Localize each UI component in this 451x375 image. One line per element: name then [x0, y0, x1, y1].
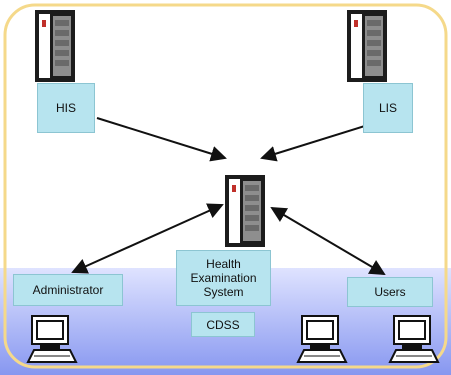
admin-computer-icon	[27, 315, 77, 363]
lis-server-icon	[347, 10, 387, 82]
users-label: Users	[374, 285, 406, 299]
users-hes-arrow	[270, 206, 386, 276]
user2-computer-icon	[389, 315, 439, 363]
hes-box: Health Examination System	[176, 250, 271, 306]
his-server-icon	[35, 10, 75, 82]
admin-hes-arrow	[71, 203, 224, 274]
his-label: HIS	[55, 101, 76, 115]
cdss-label: CDSS	[206, 317, 240, 332]
hes-label-line-1: Health	[206, 257, 241, 271]
lis-to-hes-arrow	[260, 124, 369, 162]
hes-label-line-3: System	[203, 285, 244, 299]
lis-label: LIS	[378, 101, 397, 115]
admin-box: Administrator	[13, 274, 123, 306]
cdss-box: CDSS	[191, 312, 255, 337]
his-to-hes-arrow	[96, 117, 227, 162]
admin-label: Administrator	[32, 283, 104, 297]
hes-server-icon	[225, 175, 265, 247]
hes-label-line-2: Examination	[190, 271, 257, 285]
user1-computer-icon	[297, 315, 347, 363]
his-box: HIS	[37, 83, 95, 133]
users-box: Users	[347, 277, 433, 307]
lis-box: LIS	[363, 83, 413, 133]
